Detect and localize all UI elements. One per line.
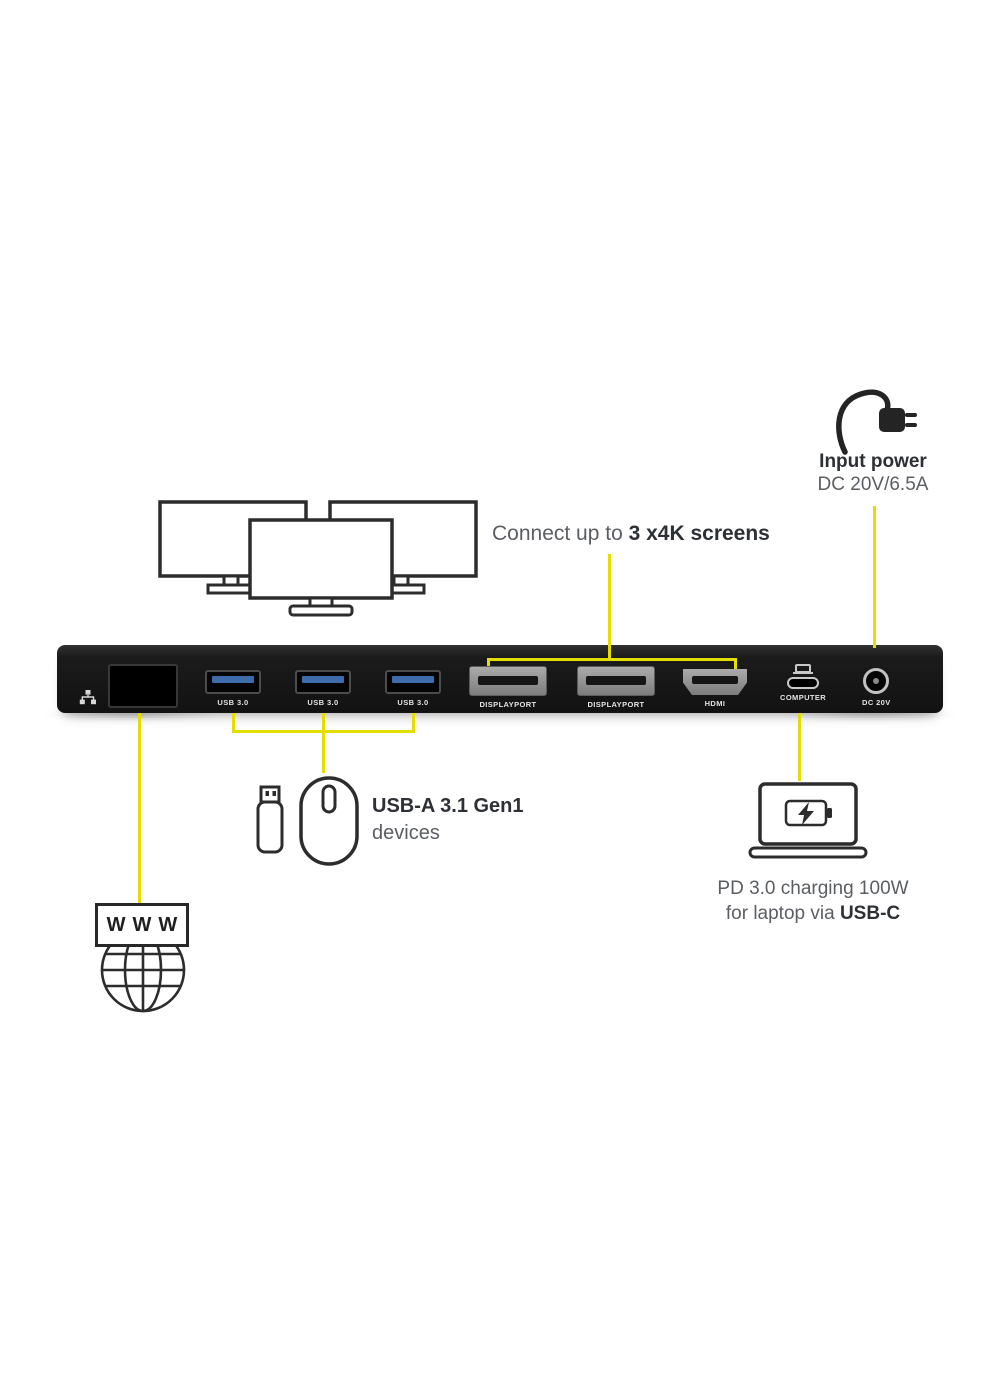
battery-icon	[784, 799, 828, 827]
monitor-front	[248, 518, 394, 600]
charging-line2-prefix: for laptop via	[725, 903, 840, 924]
usb-port-1: USB 3.0	[205, 670, 261, 707]
ethernet-port-icon	[108, 664, 178, 708]
screens-connector-tick-right	[734, 658, 737, 670]
screens-annotation: Connect up to 3 x4K screens	[492, 522, 770, 546]
screens-annotation-bold: 3 x4K screens	[628, 522, 770, 545]
hdmi-port: HDMI	[683, 669, 747, 708]
mini-laptop-icon	[793, 664, 814, 674]
usb-connector-tick-1	[232, 713, 235, 733]
plug-body	[879, 408, 905, 432]
ethernet-connector-line	[138, 713, 141, 903]
power-plug-icon	[836, 389, 917, 455]
screens-connector-bracket	[487, 658, 737, 661]
charging-line2: for laptop via USB-C	[698, 901, 928, 926]
usb-tongue	[302, 676, 344, 683]
port-label-usb1: USB 3.0	[217, 698, 249, 707]
power-cable	[836, 389, 891, 455]
usb-devices-title: USB-A 3.1 Gen1	[372, 795, 524, 817]
usb-connector-tick-3	[412, 713, 415, 733]
www-label: WWW	[106, 913, 185, 936]
usb-c-port-icon	[787, 677, 820, 689]
usb-a-port-icon	[295, 670, 351, 694]
dc-in-port: DC 20V	[862, 668, 891, 707]
usb-stick-icon	[256, 785, 284, 854]
input-power-annotation: Input power DC 20V/6.5A	[780, 450, 966, 496]
usb-tongue	[392, 676, 434, 683]
port-label-computer: COMPUTER	[780, 693, 827, 702]
port-label-dp1: DISPLAYPORT	[479, 700, 537, 709]
hdmi-port-icon	[683, 669, 747, 695]
laptop-icon	[748, 782, 868, 859]
screens-connector-tick-left	[487, 658, 490, 670]
port-label-dp2: DISPLAYPORT	[587, 700, 645, 709]
power-connector-line	[873, 506, 876, 648]
usb-connector-tick-2	[322, 713, 325, 733]
laptop-base	[748, 846, 868, 859]
port-label-hdmi: HDMI	[704, 699, 726, 708]
displayport-icon	[577, 666, 655, 696]
usb-a-port-icon	[385, 670, 441, 694]
charging-line2-bold: USB-C	[839, 903, 901, 924]
usb-devices-annotation: USB-A 3.1 Gen1 devices	[372, 793, 524, 847]
port-label-dc: DC 20V	[862, 698, 891, 707]
screens-connector-stem	[608, 554, 611, 661]
screens-annotation-prefix: Connect up to	[492, 522, 629, 545]
mouse-icon	[299, 776, 359, 866]
dc-jack-icon	[863, 668, 890, 694]
usb-connector-stem	[322, 730, 325, 773]
lightning-bolt-icon	[798, 802, 814, 825]
charging-line1: PD 3.0 charging 100W	[717, 878, 909, 899]
port-slot	[478, 676, 538, 685]
usb-a-port-icon	[205, 670, 261, 694]
port-label-usb3: USB 3.0	[397, 698, 429, 707]
dc-pin	[873, 678, 880, 684]
usb-tongue	[212, 676, 254, 683]
displayport-port-2: DISPLAYPORT	[577, 666, 655, 709]
usb-port-3: USB 3.0	[385, 670, 441, 707]
usb-c-computer-port: COMPUTER	[780, 664, 826, 702]
displayport-icon	[469, 666, 547, 696]
port-slot	[692, 676, 738, 684]
www-label-box: WWW	[95, 903, 189, 947]
lan-icon	[79, 690, 96, 705]
usb-devices-subtitle: devices	[372, 822, 440, 844]
input-power-value: DC 20V/6.5A	[817, 474, 929, 495]
port-label-usb2: USB 3.0	[307, 698, 339, 707]
usb-port-2: USB 3.0	[295, 670, 351, 707]
mouse-wheel	[321, 784, 337, 814]
port-slot	[586, 676, 646, 685]
monitors-icon	[158, 500, 478, 617]
displayport-port-1: DISPLAYPORT	[469, 666, 547, 709]
computer-connector-line	[798, 713, 801, 781]
charging-annotation: PD 3.0 charging 100W for laptop via USB-…	[698, 876, 928, 926]
input-power-title: Input power	[819, 451, 927, 472]
ethernet-port	[108, 664, 178, 708]
